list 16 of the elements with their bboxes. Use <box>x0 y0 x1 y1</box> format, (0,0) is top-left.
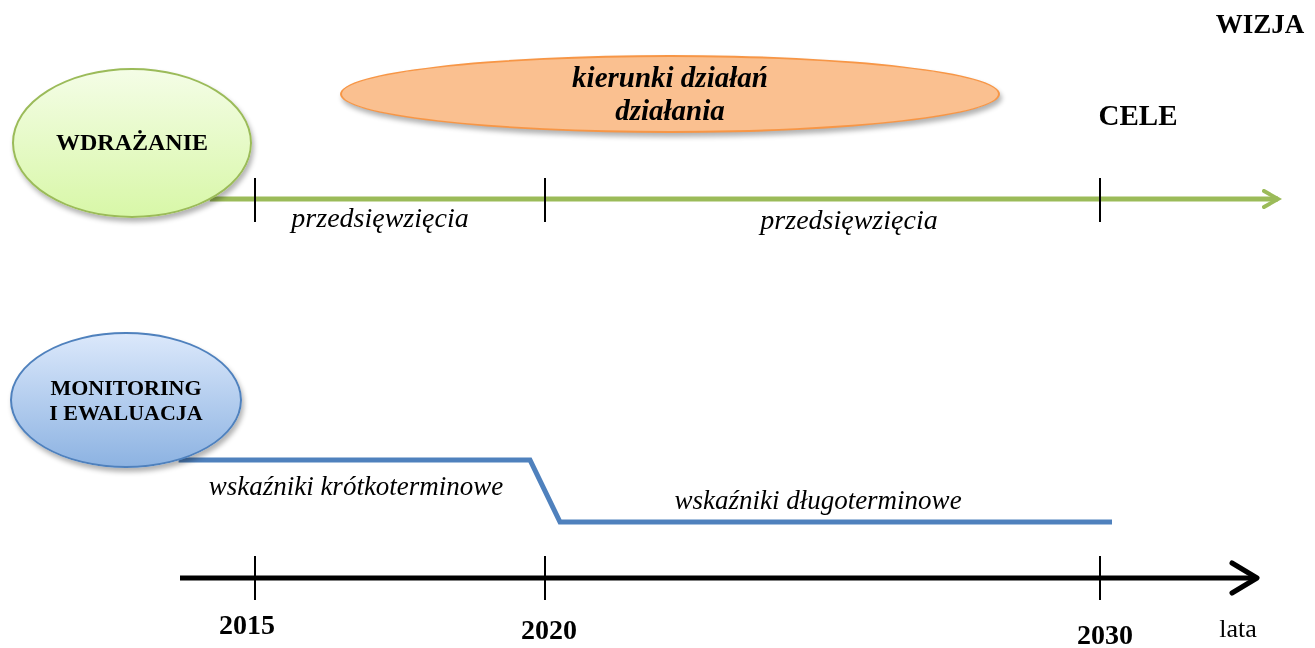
ellipse-label: WDRAŻANIE <box>56 129 208 157</box>
ellipse-label: kierunki działań <box>572 60 768 94</box>
goals-heading: CELE <box>1098 100 1178 132</box>
year-label: 2015 <box>219 610 275 641</box>
indicator-label: wskaźniki długoterminowe <box>674 486 962 516</box>
year-label: 2030 <box>1077 620 1133 648</box>
arrow <box>209 189 1280 209</box>
indicator-label: wskaźniki krótkoterminowe <box>208 472 504 502</box>
ellipse-label: działania <box>615 94 725 128</box>
vision-heading: WIZJA <box>1215 10 1305 40</box>
ellipse-label: MONITORING I EWALUACJA <box>48 374 204 426</box>
year-label: 2020 <box>521 615 577 646</box>
connector-line <box>178 457 1112 525</box>
axis-title: lata <box>1219 615 1257 644</box>
phase-label: przedsięwzięcia <box>760 205 938 236</box>
phase-label: przedsięwzięcia <box>291 203 469 234</box>
